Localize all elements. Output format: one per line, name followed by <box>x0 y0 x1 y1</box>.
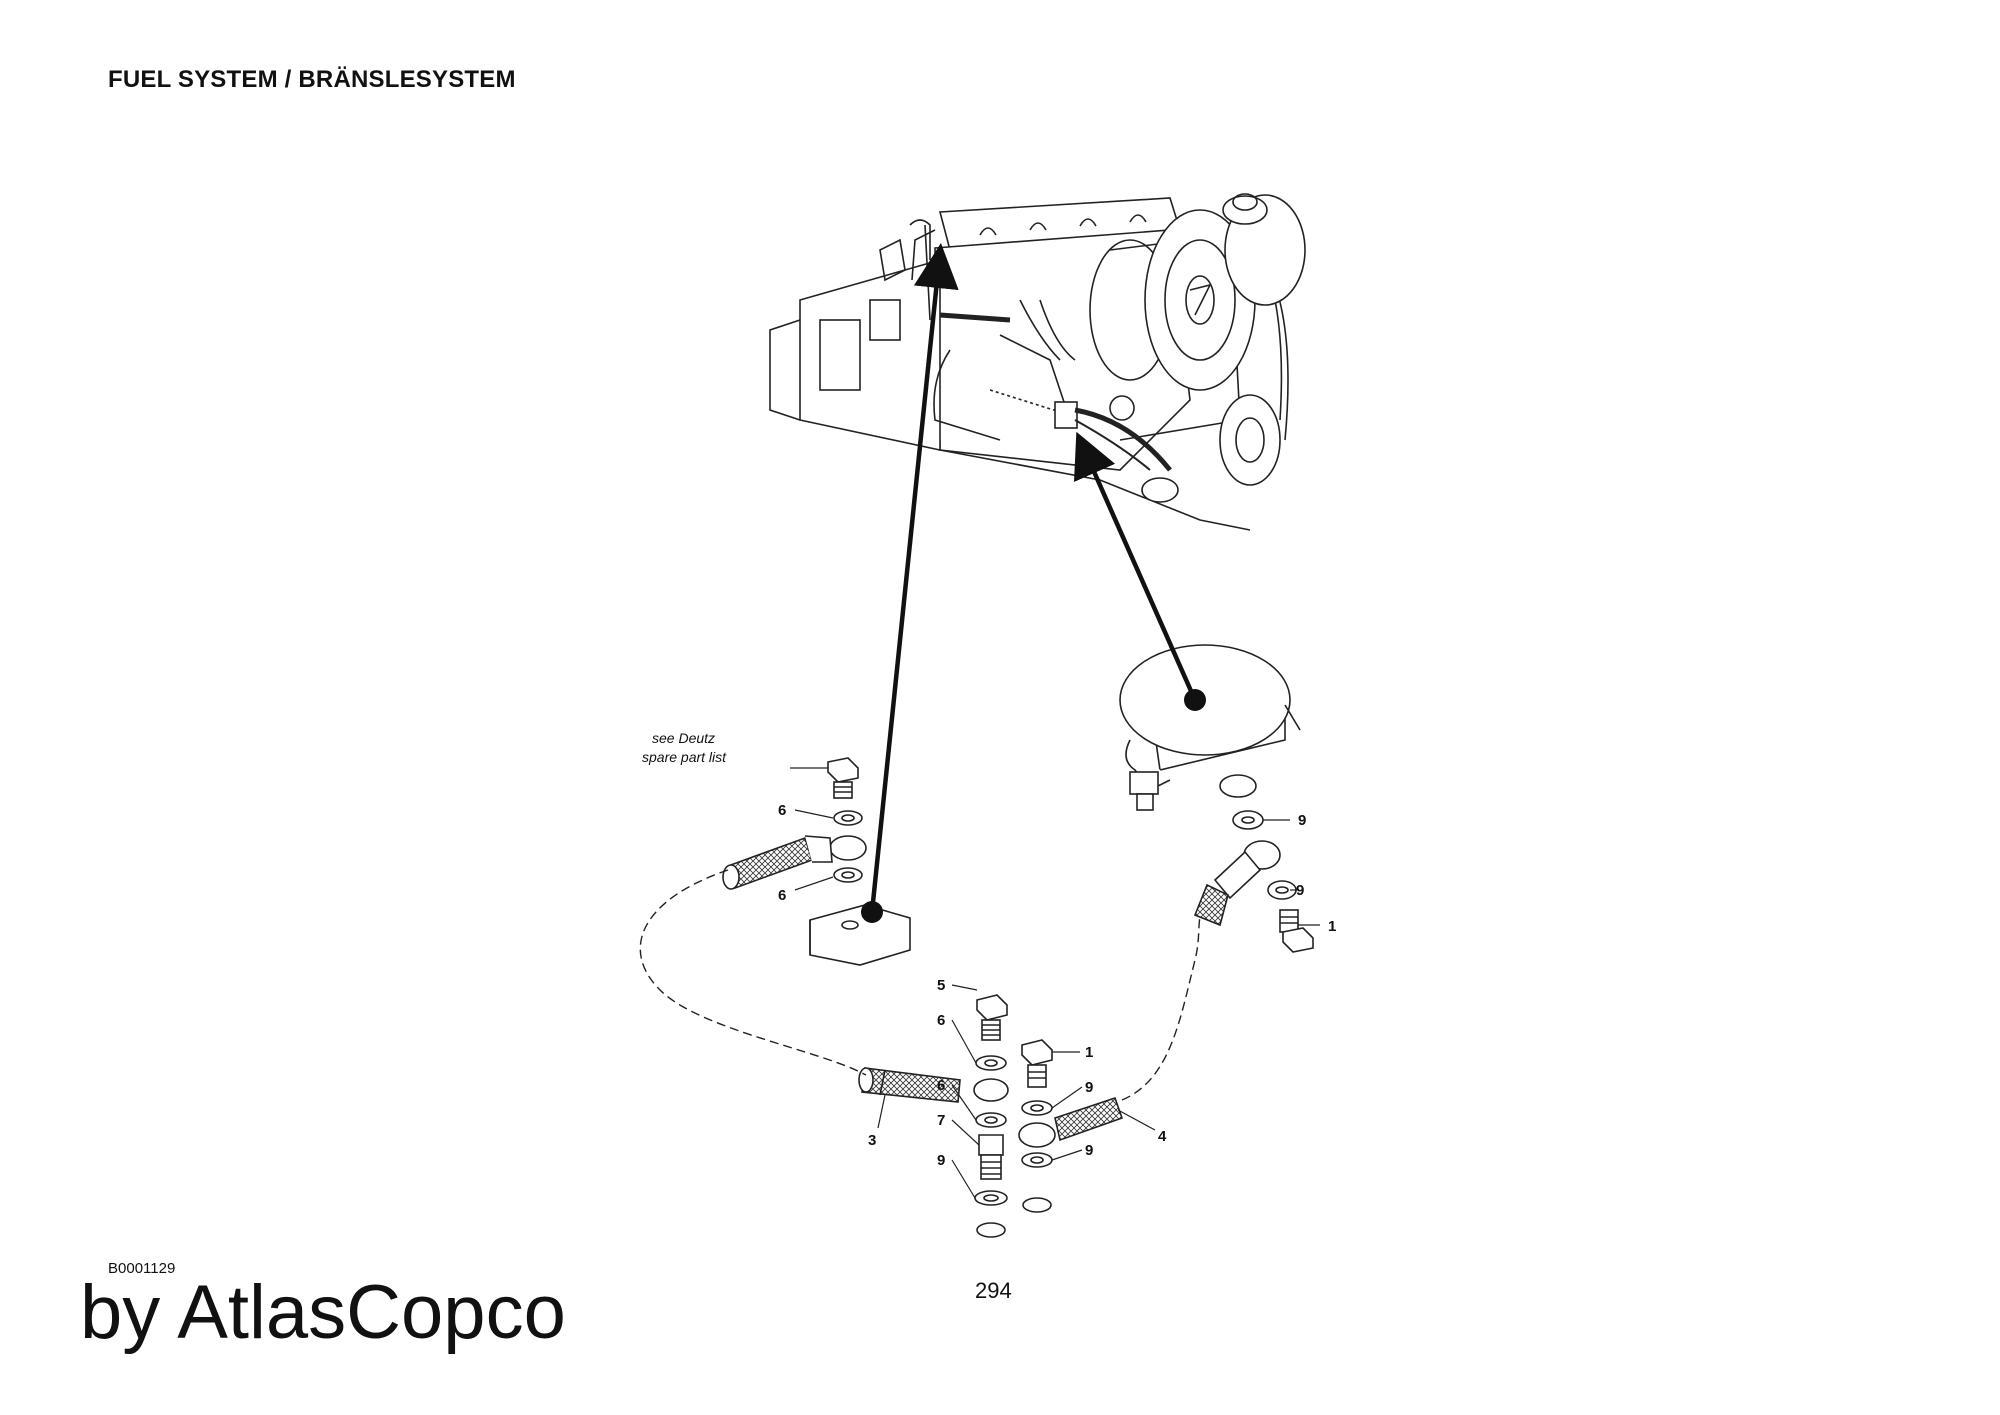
callout-5: 5 <box>937 977 945 994</box>
filter-outlet-stack <box>1193 810 1314 953</box>
arrow-origin-dot <box>1184 689 1206 711</box>
callout-1-right: 1 <box>1085 1044 1093 1061</box>
callout-7: 7 <box>937 1112 945 1129</box>
callout-9-center: 9 <box>937 1152 945 1169</box>
callout-leaders <box>794 809 1320 1199</box>
callout-4: 4 <box>1158 1128 1167 1145</box>
reference-arrows <box>869 243 1198 913</box>
callout-3: 3 <box>868 1132 876 1149</box>
fuel-lines <box>639 869 1201 1101</box>
callout-9-right-top: 9 <box>1085 1079 1093 1096</box>
callout-6-top: 6 <box>778 802 786 819</box>
callout-6-center-bottom: 6 <box>937 1077 945 1094</box>
brand-watermark: by AtlasCopco <box>80 1270 566 1355</box>
center-fitting-stack <box>858 994 1009 1238</box>
page-number: 294 <box>975 1278 1012 1303</box>
page-title: FUEL SYSTEM / BRÄNSLESYSTEM <box>108 66 516 93</box>
note-line-2: spare part list <box>642 749 727 765</box>
right-fitting-stack <box>1018 1039 1124 1213</box>
callout-6-bottom: 6 <box>778 887 786 904</box>
fuel-connector-block <box>722 757 911 966</box>
callout-9-filter-top: 9 <box>1298 812 1306 829</box>
callout-9-filter-bottom: 9 <box>1296 882 1304 899</box>
note-line-1: see Deutz <box>652 730 715 746</box>
callout-6-center-top: 6 <box>937 1012 945 1029</box>
callout-9-right-bottom: 9 <box>1085 1142 1093 1159</box>
document-code: B0001129 <box>108 1260 176 1277</box>
fuel-filter <box>1119 644 1301 811</box>
arrow-origin-dot <box>861 901 883 923</box>
engine-drawing <box>769 193 1306 531</box>
callout-1-filter: 1 <box>1328 918 1336 935</box>
